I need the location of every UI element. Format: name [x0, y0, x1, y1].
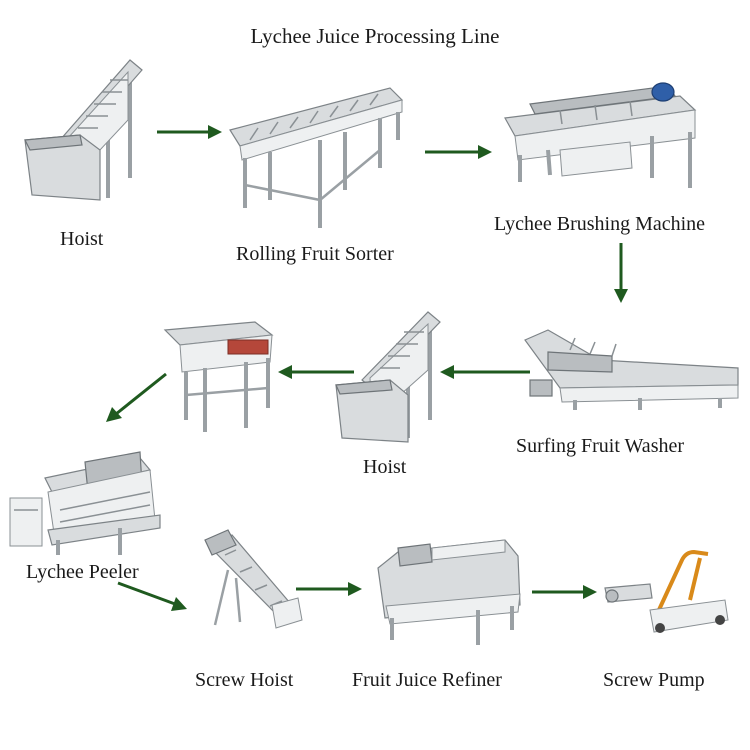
label-rolling-fruit-sorter: Rolling Fruit Sorter [236, 243, 394, 266]
flow-arrow-2 [425, 145, 492, 159]
label-fruit-juice-refiner: Fruit Juice Refiner [352, 669, 502, 692]
motor-icon [652, 83, 674, 101]
fruit-juice-refiner-illustration [378, 540, 520, 645]
lychee-peeler-illustration [10, 452, 160, 555]
label-hoist-2: Hoist [363, 456, 406, 479]
flow-arrow-7 [118, 583, 187, 611]
label-lychee-peeler: Lychee Peeler [26, 561, 139, 584]
flow-arrow-8 [296, 582, 362, 596]
lychee-brushing-machine-illustration [505, 83, 695, 188]
flow-arrow-5 [278, 365, 354, 379]
rolling-fruit-sorter-illustration [230, 88, 402, 228]
screw-pump-illustration [605, 552, 728, 633]
flow-arrow-4 [440, 365, 530, 379]
hoist-1-illustration [25, 60, 142, 200]
flow-arrow-9 [532, 585, 597, 599]
screw-hoist-illustration [205, 530, 302, 628]
label-lychee-brushing-machine: Lychee Brushing Machine [494, 213, 705, 236]
label-surfing-fruit-washer: Surfing Fruit Washer [516, 435, 684, 458]
hoist-2-illustration [336, 312, 440, 442]
flow-arrow-6 [106, 374, 166, 422]
flow-arrow-3 [614, 243, 628, 303]
vibrating-screen-illustration [165, 322, 272, 432]
label-screw-pump: Screw Pump [603, 669, 705, 692]
surfing-fruit-washer-illustration [525, 330, 738, 410]
flow-arrow-1 [157, 125, 222, 139]
vibration-motor-icon [228, 340, 268, 354]
label-screw-hoist: Screw Hoist [195, 669, 293, 692]
label-hoist-1: Hoist [60, 228, 103, 251]
